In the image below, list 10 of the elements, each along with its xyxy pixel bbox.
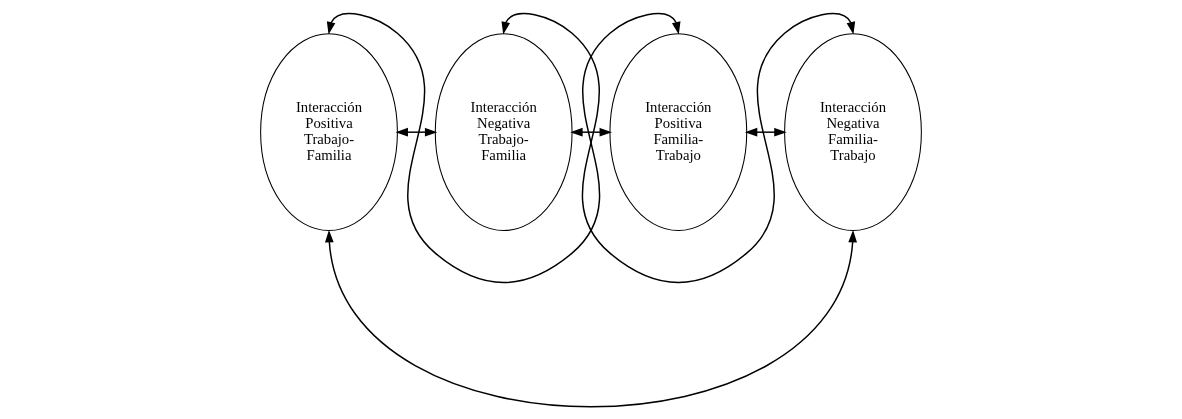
node-ellipse: Interacción Positiva Trabajo- Familia (260, 32, 398, 231)
arrow (325, 229, 857, 408)
arrow (501, 12, 856, 283)
arrow (570, 127, 612, 137)
node-ellipse: Interacción Negativa Familia- Trabajo (784, 32, 922, 231)
arrow (326, 12, 681, 283)
arrow (395, 127, 438, 137)
node-ellipse: Interacción Negativa Trabajo- Familia (434, 32, 573, 231)
node-ellipse: Interacción Positiva Familia- Trabajo (609, 32, 748, 231)
arrow (744, 127, 787, 137)
